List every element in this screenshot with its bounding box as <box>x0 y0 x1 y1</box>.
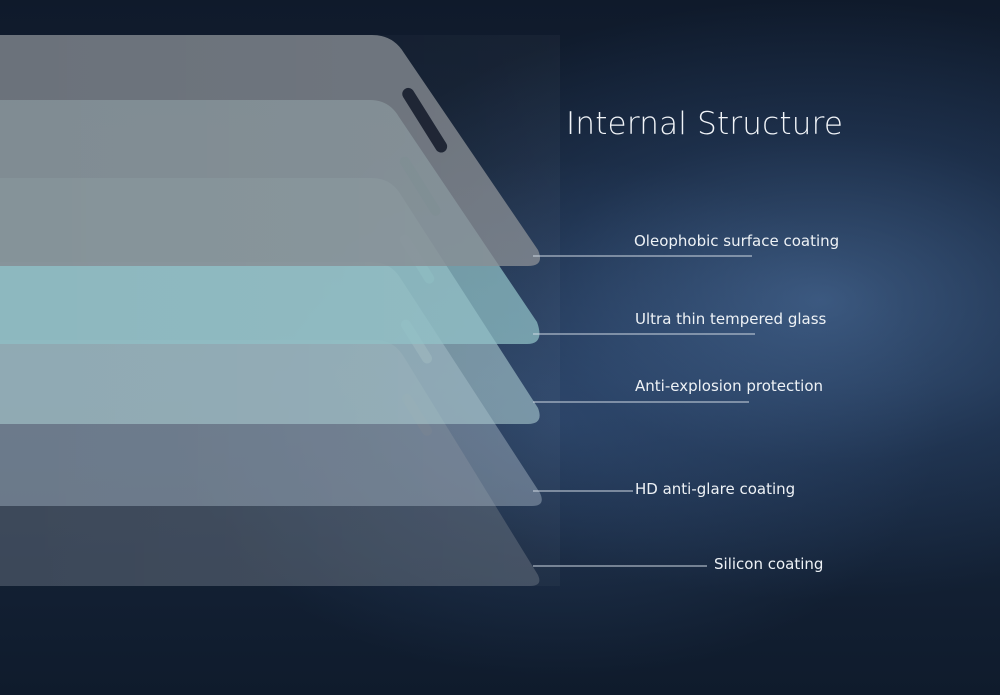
label-silicon-coating: Silicon coating <box>714 555 824 573</box>
diagram-title: Internal Structure <box>566 106 844 142</box>
label-oleophobic-surface-coating: Oleophobic surface coating <box>634 232 840 250</box>
label-anti-explosion-protection: Anti-explosion protection <box>635 377 823 395</box>
label-hd-anti-glare-coating: HD anti-glare coating <box>635 480 796 498</box>
label-ultra-thin-tempered-glass: Ultra thin tempered glass <box>635 310 827 328</box>
